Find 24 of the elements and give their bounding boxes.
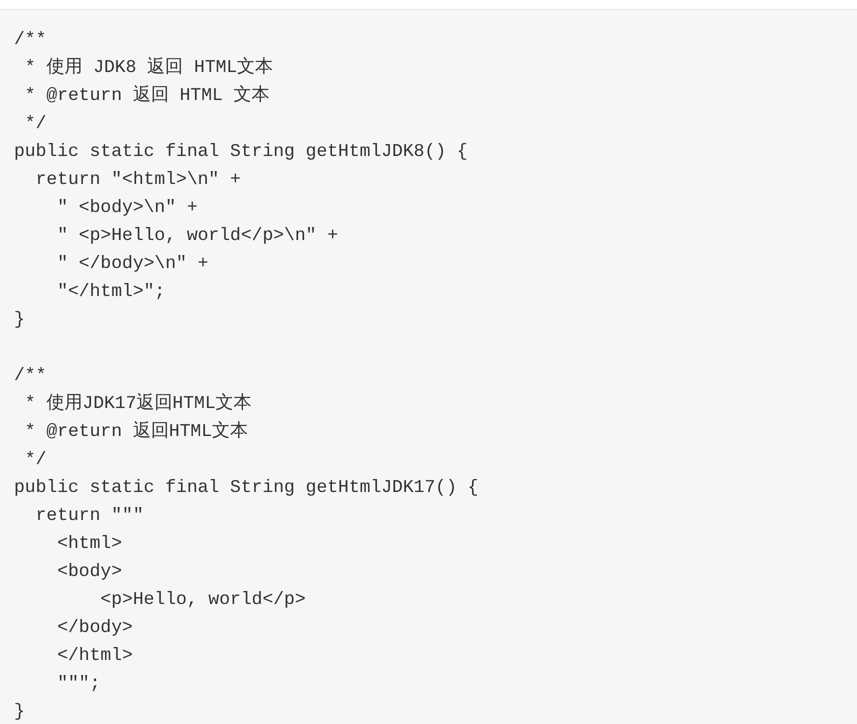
code-line: * 使用JDK17返回HTML文本 [24, 393, 252, 415]
code-line: } [14, 309, 25, 331]
code-line: * @return 返回 HTML 文本 [24, 85, 270, 107]
code-line: </body> [56, 617, 133, 639]
code-line: " </body>\n" + [56, 253, 208, 275]
code-line: */ [24, 449, 46, 471]
code-line: </html> [56, 645, 133, 667]
code-line: "</html>"; [56, 281, 166, 303]
code-line: " <p>Hello, world</p>\n" + [56, 225, 338, 247]
code-line: """; [56, 673, 100, 695]
code-line: <body> [56, 561, 122, 583]
code-line: <p>Hello, world</p> [99, 589, 306, 611]
code-line: return "<html>\n" + [34, 169, 241, 191]
code-line: /** [14, 365, 46, 387]
code-line: } [14, 701, 25, 723]
code-line: /** [14, 29, 46, 51]
code-line: public static final String getHtmlJDK8() { [14, 141, 468, 163]
code-line: * @return 返回HTML文本 [24, 421, 248, 443]
code-line: */ [24, 113, 46, 135]
code-line: return """ [34, 505, 144, 527]
code-line: <html> [56, 533, 122, 555]
code-line: public static final String getHtmlJDK17() { [14, 477, 478, 499]
code-line: * 使用 JDK8 返回 HTML文本 [24, 57, 274, 79]
code-line: " <body>\n" + [56, 197, 198, 219]
